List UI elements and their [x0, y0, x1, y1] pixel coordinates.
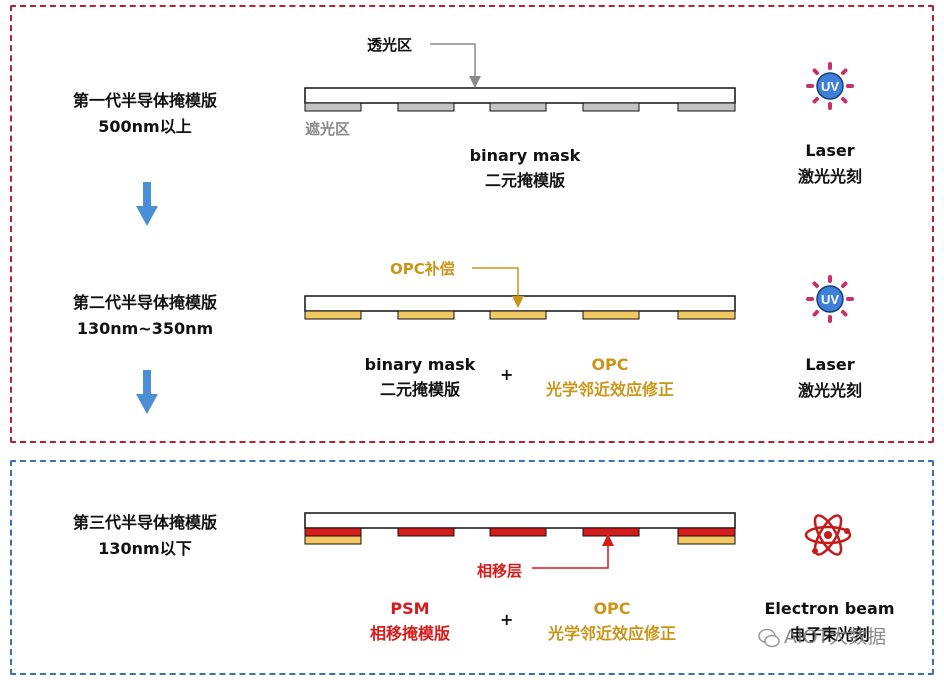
phase-layer-label: 相移层	[477, 562, 523, 580]
gen2-label: 第二代半导体掩模版 130nm~350nm	[40, 290, 250, 342]
chrome-pattern	[489, 102, 547, 112]
binary-mask-caption: binary mask 二元掩模版	[440, 143, 610, 193]
uv-icon-text: UV	[821, 79, 839, 94]
atom-icon	[804, 514, 852, 556]
watermark: AIOT大数据	[758, 622, 886, 649]
opc-compensation-label: OPC补偿	[390, 260, 455, 278]
psm-mask-diagram	[304, 512, 736, 569]
chrome-pattern	[582, 102, 640, 112]
phase-shift-layer	[304, 527, 362, 537]
opc-pattern	[489, 310, 547, 320]
opc-pattern	[304, 535, 362, 545]
uv-icon: UV	[806, 62, 854, 110]
watermark-text: AIOT大数据	[784, 626, 887, 648]
third-gen-section	[10, 460, 934, 675]
phase-shift-layer	[582, 527, 640, 537]
gen1-title: 第一代半导体掩模版	[72, 91, 217, 110]
opc-en: OPC	[591, 355, 629, 374]
opc-pattern	[582, 310, 640, 320]
binary-mask-cn: 二元掩模版	[484, 171, 565, 190]
opc-pattern	[304, 310, 362, 320]
plus-sign: +	[500, 365, 514, 384]
gen1-label: 第一代半导体掩模版 500nm以上	[40, 88, 250, 140]
phase-shift-layer	[489, 527, 547, 537]
laser1-en: Laser	[805, 141, 855, 160]
chrome-pattern	[677, 102, 736, 112]
gen1-size: 500nm以上	[98, 117, 192, 136]
binary-mask-diagram	[304, 43, 736, 112]
laser1-caption: Laser 激光光刻	[770, 138, 890, 190]
down-arrow-icon	[136, 182, 158, 226]
opc-mask-diagram	[304, 267, 736, 320]
quartz-substrate	[304, 295, 736, 312]
gen3-title: 第三代半导体掩模版	[72, 513, 217, 532]
ebeam-cn: 电子束光刻	[789, 625, 870, 644]
gen3-label: 第三代半导体掩模版 130nm以下	[40, 510, 250, 562]
uv-icon: UV	[806, 275, 854, 323]
opc-pattern	[677, 535, 736, 545]
quartz-substrate	[304, 512, 736, 529]
binary-mask2-cn: 二元掩模版	[379, 380, 460, 399]
psm-cn: 相移掩模版	[369, 624, 450, 643]
quartz-substrate	[304, 87, 736, 104]
wechat-icon	[758, 628, 780, 647]
laser1-cn: 激光光刻	[797, 167, 862, 186]
phase-layer-pointer	[532, 534, 614, 569]
laser2-en: Laser	[805, 355, 855, 374]
first-second-gen-section	[10, 5, 934, 443]
psm-caption: PSM 相移掩模版	[350, 596, 470, 646]
psm-en: PSM	[390, 599, 430, 618]
gen2-title: 第二代半导体掩模版	[72, 293, 217, 312]
opc-caption: OPC 光学邻近效应修正	[525, 352, 695, 402]
ebeam-en: Electron beam	[764, 599, 895, 618]
plus-sign: +	[500, 610, 514, 629]
phase-shift-layer	[677, 527, 736, 537]
binary-mask2-en: binary mask	[364, 355, 476, 374]
binary-mask-en: binary mask	[469, 146, 581, 165]
opc-pattern	[677, 310, 736, 320]
opc3-caption: OPC 光学邻近效应修正	[527, 596, 697, 646]
gen2-size: 130nm~350nm	[76, 319, 214, 338]
transparent-area-label: 透光区	[367, 36, 413, 54]
laser2-caption: Laser 激光光刻	[770, 352, 890, 404]
chrome-pattern	[304, 102, 362, 112]
chrome-pattern	[397, 102, 455, 112]
laser2-cn: 激光光刻	[797, 381, 862, 400]
opc-cn: 光学邻近效应修正	[545, 380, 674, 399]
opc-pattern	[397, 310, 455, 320]
uv-icon-text: UV	[821, 292, 839, 307]
opc3-en: OPC	[593, 599, 631, 618]
down-arrow-icon	[136, 370, 158, 414]
gen3-size: 130nm以下	[98, 539, 192, 558]
phase-shift-layer	[397, 527, 455, 537]
opaque-area-label: 遮光区	[305, 120, 351, 138]
opc3-cn: 光学邻近效应修正	[547, 624, 676, 643]
opc-pointer	[472, 267, 524, 308]
transparent-area-pointer	[430, 43, 481, 88]
binary-mask2-caption: binary mask 二元掩模版	[350, 352, 490, 402]
ebeam-caption: Electron beam 电子束光刻	[752, 596, 907, 648]
